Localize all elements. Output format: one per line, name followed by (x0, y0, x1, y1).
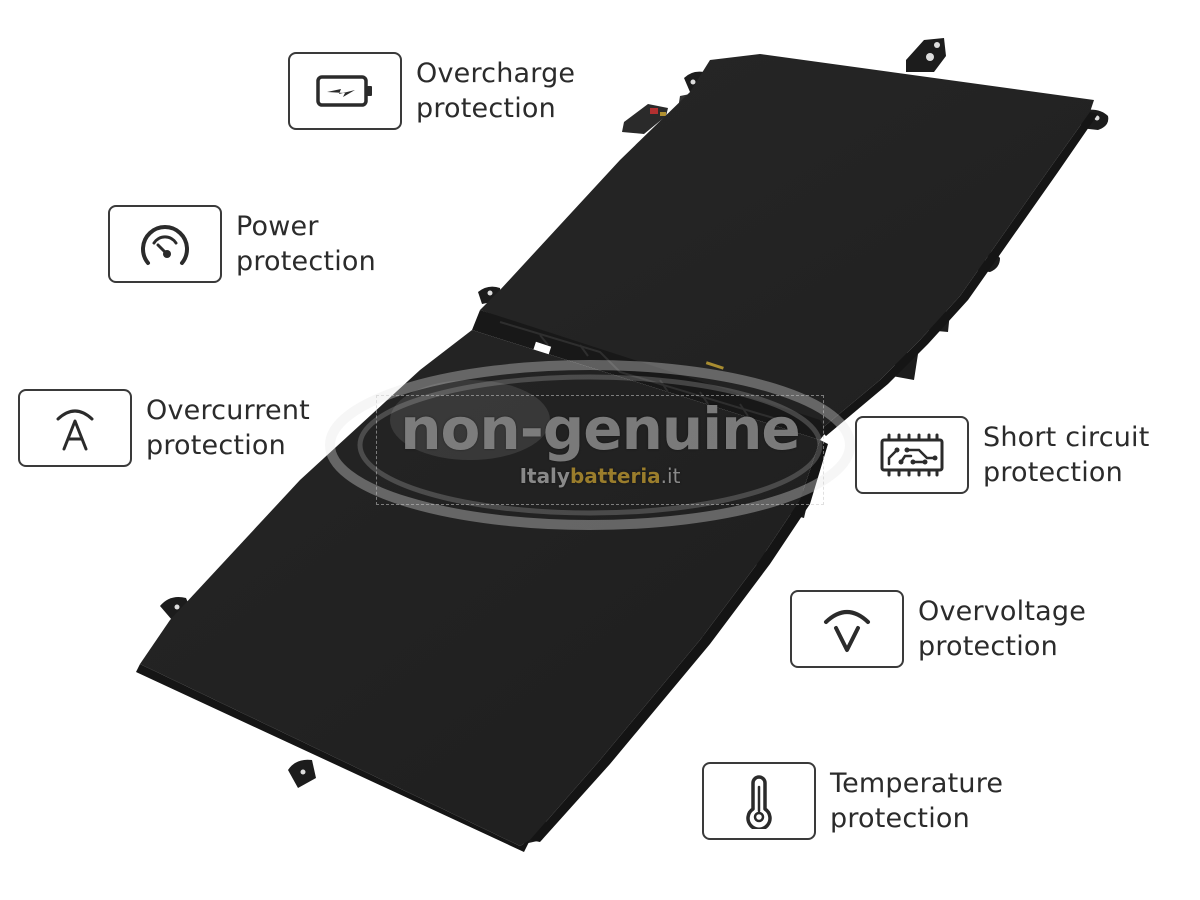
feature-overcurrent: Overcurrent protection (18, 389, 310, 467)
battery-charging-icon (316, 75, 372, 107)
overvoltage-icon-box (790, 590, 904, 668)
watermark: non-genuine Italybatteria.it (376, 395, 824, 505)
overcharge-label: Overcharge protection (416, 56, 575, 126)
feature-subtitle: protection (983, 457, 1123, 488)
voltage-icon (824, 610, 870, 652)
feature-title: Overvoltage (918, 596, 1087, 627)
short-circuit-label: Short circuit protection (983, 420, 1150, 490)
overcurrent-label: Overcurrent protection (146, 393, 310, 463)
gauge-icon (141, 225, 189, 265)
power-icon-box (108, 205, 222, 283)
feature-title: Power (236, 211, 319, 242)
feature-overcharge: Overcharge protection (288, 52, 575, 130)
feature-subtitle: protection (236, 246, 376, 277)
brand-part-batteria: batteria (569, 464, 661, 488)
feature-subtitle: protection (918, 631, 1058, 662)
feature-subtitle: protection (830, 803, 970, 834)
feature-title: Overcurrent (146, 395, 310, 426)
temperature-icon-box (702, 762, 816, 840)
feature-title: Overcharge (416, 58, 576, 89)
feature-short-circuit: Short circuit protection (855, 416, 1150, 494)
power-label: Power protection (236, 209, 376, 279)
watermark-main-text: non-genuine (400, 395, 800, 463)
feature-title: Short circuit (983, 422, 1150, 453)
watermark-brand: Italybatteria.it (377, 464, 823, 488)
brand-part-tld: .it (660, 464, 681, 488)
temperature-label: Temperature protection (830, 766, 1003, 836)
thermometer-icon (746, 775, 772, 829)
overcurrent-icon-box (18, 389, 132, 467)
feature-power: Power protection (108, 205, 376, 283)
feature-subtitle: protection (146, 430, 286, 461)
circuit-chip-icon (880, 433, 944, 477)
short-circuit-icon-box (855, 416, 969, 494)
overcharge-icon-box (288, 52, 402, 130)
brand-part-italy: Italy (519, 464, 570, 488)
feature-temperature: Temperature protection (702, 762, 1003, 840)
feature-overvoltage: Overvoltage protection (790, 590, 1086, 668)
feature-subtitle: protection (416, 93, 556, 124)
feature-title: Temperature (830, 768, 1004, 799)
overvoltage-label: Overvoltage protection (918, 594, 1086, 664)
ampere-icon (56, 409, 94, 451)
